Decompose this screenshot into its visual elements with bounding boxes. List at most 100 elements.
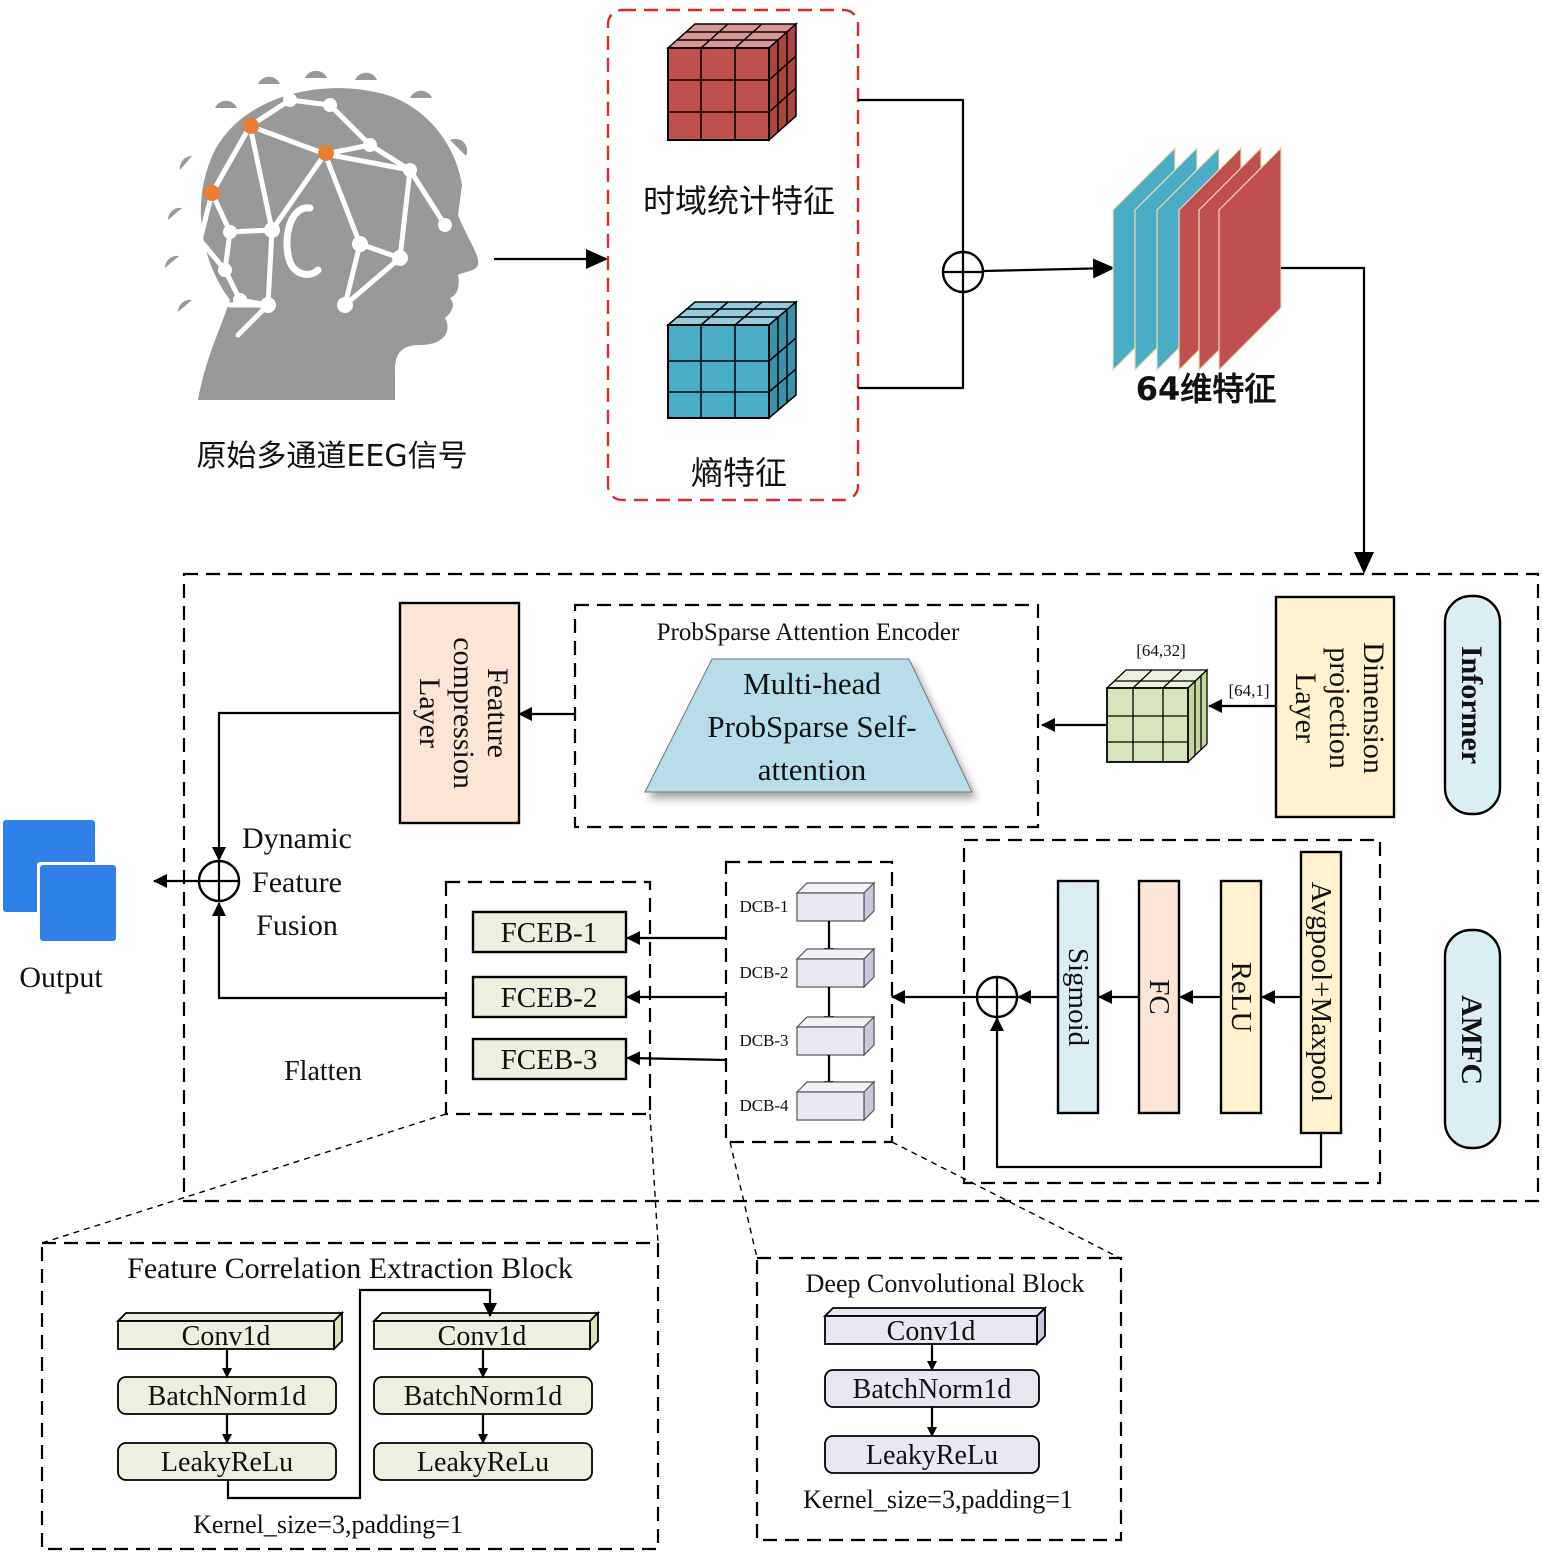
fusion-line-3: Fusion: [256, 909, 338, 942]
concat-plus-icon: [941, 250, 985, 294]
fceb-left-conv1d-label: Conv1d: [182, 1321, 271, 1352]
dcb-detail-title: Deep Convolutional Block: [806, 1269, 1085, 1298]
shape-in-label: [64,1]: [1228, 681, 1269, 700]
dcb-detail-leakyrelu-label: LeakyReLu: [866, 1440, 998, 1471]
dynamic-fusion-plus-icon: [197, 859, 241, 903]
dcb-detail-panel: [755, 1256, 1123, 1542]
sigmoid-layer: Sigmoid: [1056, 879, 1100, 1115]
avgpool-maxpool-label: Avgpool+Maxpool: [1305, 882, 1337, 1102]
eeg-signal-label: 原始多通道EEG信号: [196, 439, 467, 474]
dcb-label-2: DCB-2: [739, 963, 788, 982]
dimension-projection-layer: Dimension projection Layer: [1274, 595, 1396, 819]
eeg-head-icon: [164, 70, 479, 401]
arrow-dcb3-to-fceb3: [626, 1051, 727, 1066]
fceb-zoom-connector-right: [649, 1113, 659, 1244]
dcb-detail-batchnorm1d: BatchNorm1d: [824, 1369, 1040, 1408]
arrow-to-informer: [1281, 266, 1374, 574]
attention-line-2: ProbSparse Self-: [707, 709, 916, 744]
fceb-left-conv1d: Conv1d: [115, 1310, 345, 1352]
dcb-block-3: DCB-3: [739, 1015, 876, 1057]
feature-compression-line-3: Layer: [413, 678, 446, 748]
dcb-detail-params: Kernel_size=3,padding=1: [803, 1485, 1073, 1514]
fused-feature-stack-icon: [1112, 146, 1282, 372]
amfc-add-icon: [975, 975, 1019, 1019]
dcb-label-1: DCB-1: [739, 897, 788, 916]
attention-line-3: attention: [758, 752, 867, 787]
fceb-1-label: FCEB-1: [501, 917, 598, 949]
amfc-tag-label: AMFC: [1455, 995, 1488, 1085]
dimension-projection-line-3: Layer: [1289, 673, 1322, 743]
dcb-zoom-connector-left: [729, 1141, 758, 1259]
amfc-group: [962, 838, 1382, 1185]
fceb-left-leakyrelu: LeakyReLu: [117, 1442, 337, 1481]
fceb-detail-title: Feature Correlation Extraction Block: [127, 1252, 573, 1285]
dcb-block-2: DCB-2: [739, 947, 876, 989]
dcb-label-3: DCB-3: [739, 1031, 788, 1050]
feature-extraction-group: [606, 8, 860, 502]
fceb-left-batchnorm1d: BatchNorm1d: [117, 1376, 337, 1415]
tensor-cube-icon: [1105, 668, 1209, 764]
fceb-detail-chain-connector: [226, 1288, 497, 1500]
fceb-zoom-connector-left: [41, 1113, 447, 1244]
fceb-1-block: FCEB-1: [471, 910, 628, 954]
informer-tag-label: Informer: [1455, 646, 1488, 764]
fused-feature-label: 64维特征: [1136, 370, 1277, 408]
sigmoid-label: Sigmoid: [1062, 948, 1094, 1047]
fc-layer: FC: [1137, 879, 1181, 1115]
fceb-right-leakyrelu-label: LeakyReLu: [417, 1447, 549, 1478]
avgpool-maxpool-layer: Avgpool+Maxpool: [1299, 850, 1343, 1135]
fceb-left-leakyrelu-label: LeakyReLu: [161, 1447, 293, 1478]
dcb-block-1: DCB-1: [739, 881, 876, 923]
time-domain-cube-icon: [666, 22, 798, 142]
flatten-label: Flatten: [284, 1056, 362, 1087]
feature-compression-layer: Feature compression Layer: [398, 601, 521, 825]
fceb-right-leakyrelu: LeakyReLu: [373, 1442, 593, 1481]
informer-tag: Informer: [1443, 594, 1502, 816]
fceb-3-label: FCEB-3: [501, 1044, 598, 1076]
fceb-right-batchnorm1d-label: BatchNorm1d: [404, 1381, 563, 1412]
dimension-projection-line-1: Dimension: [1357, 642, 1390, 774]
fceb-left-batchnorm1d-label: BatchNorm1d: [148, 1381, 307, 1412]
fceb-2-label: FCEB-2: [501, 982, 598, 1014]
fceb-right-conv1d: Conv1d: [371, 1310, 601, 1352]
dcb-detail-conv1d: Conv1d: [822, 1305, 1048, 1347]
entropy-cube-icon: [665, 300, 799, 420]
output-icon: [3, 820, 117, 942]
fceb-detail-params: Kernel_size=3,padding=1: [193, 1510, 463, 1539]
dcb-detail-batchnorm1d-label: BatchNorm1d: [853, 1374, 1012, 1405]
relu-label: ReLU: [1225, 962, 1257, 1033]
dcb-detail-conv1d-label: Conv1d: [887, 1316, 976, 1347]
fceb-right-batchnorm1d: BatchNorm1d: [373, 1376, 593, 1415]
concat-connector: [858, 98, 965, 390]
dcb-zoom-connector-right: [891, 1141, 1121, 1259]
fceb-right-conv1d-label: Conv1d: [438, 1321, 527, 1352]
dimension-projection-line-2: projection: [1323, 647, 1356, 769]
fc-label: FC: [1143, 979, 1175, 1014]
feature-compression-line-2: compression: [447, 637, 480, 789]
output-label: Output: [19, 961, 103, 994]
arrow-fceb-to-fusion: [212, 902, 446, 1000]
dcb-label-4: DCB-4: [739, 1096, 789, 1115]
dcb-group: [724, 860, 894, 1144]
time-domain-label: 时域统计特征: [643, 182, 835, 220]
fusion-line-2: Feature: [252, 866, 342, 899]
probsparse-encoder-group: [573, 603, 1040, 829]
fceb-3-block: FCEB-3: [471, 1037, 628, 1081]
shape-tensor-label: [64,32]: [1136, 641, 1186, 660]
relu-layer: ReLU: [1219, 879, 1263, 1115]
dcb-detail-leakyrelu: LeakyReLu: [824, 1435, 1040, 1474]
fceb-detail-panel: [40, 1241, 660, 1551]
feature-compression-line-1: Feature: [481, 668, 514, 758]
fceb-2-block: FCEB-2: [471, 975, 628, 1019]
amfc-residual-connector: [990, 1017, 1323, 1169]
amfc-tag: AMFC: [1443, 928, 1502, 1150]
dcb-block-4: DCB-4: [739, 1080, 876, 1122]
multihead-attention-block: Multi-head ProbSparse Self- attention: [644, 658, 973, 793]
arrow-to-fused: [982, 258, 1115, 279]
arrow-compression-to-fusion: [212, 711, 400, 861]
